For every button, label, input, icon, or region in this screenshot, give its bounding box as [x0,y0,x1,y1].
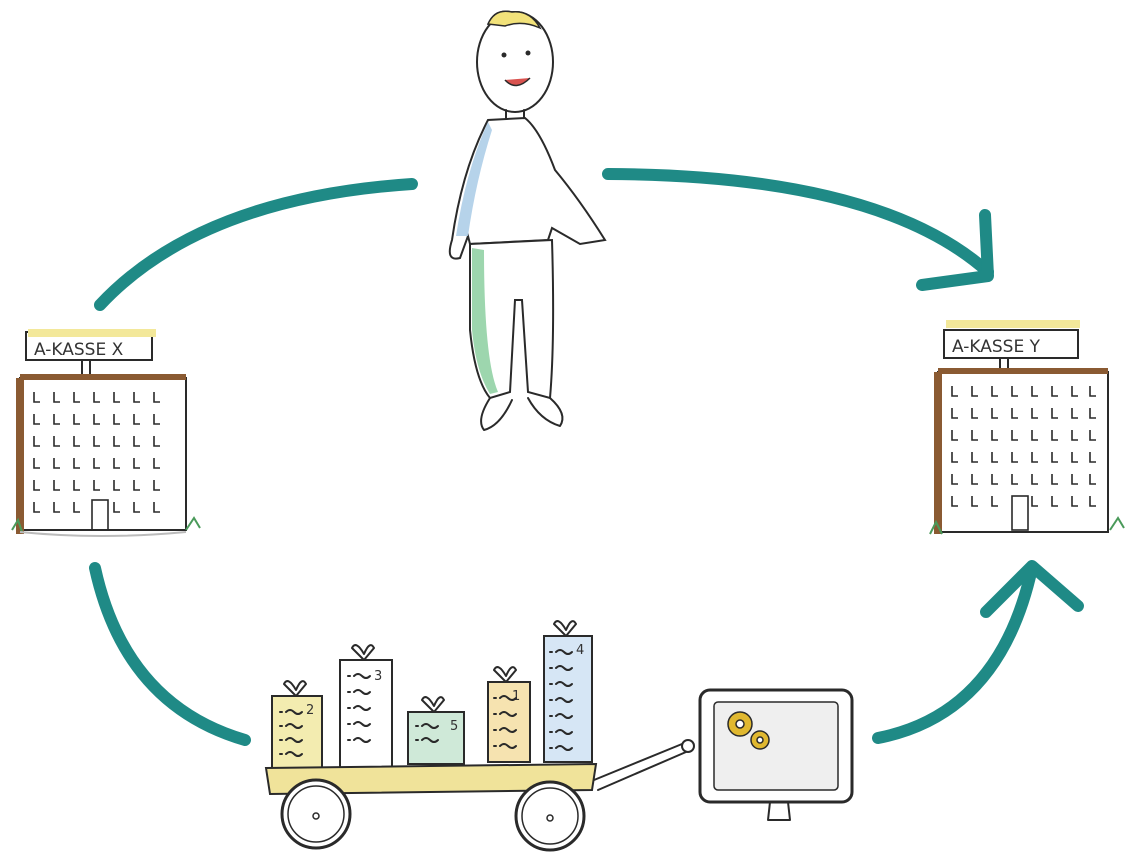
document-4: 4 [543,620,593,763]
arrow-right-top-head [916,209,994,291]
building-left-windows [33,392,160,531]
building-right-sign: A-KASSE Y [952,337,1041,357]
building-left-sign: A-KASSE X [34,340,124,360]
cart-handle [593,743,687,791]
document-number: 2 [306,703,314,718]
arrow-right-bottom [872,562,1038,744]
person-pants [469,238,555,400]
cart-bed [264,762,598,796]
person-figure [448,10,607,431]
document-1: 1 [487,666,531,763]
cart-wheel-right [514,780,586,852]
document-number: 4 [576,643,584,658]
arrow-right-top [602,168,994,278]
building-right: A-KASSE Y [929,320,1125,535]
cart-wheel-left [280,778,352,850]
arrow-right-bottom-head [980,560,1084,618]
document-number: 5 [450,719,458,734]
gear-icon [727,711,770,750]
document-5: 5 [407,696,465,765]
arrow-left-bottom [89,562,251,746]
cart-wagon: 2 3 5 1 [264,620,695,852]
building-right-windows [951,386,1096,531]
arrow-left-top [94,178,418,311]
person-head [476,11,554,113]
computer-monitor-gear-icon [698,688,854,821]
arrows-group [89,168,1084,746]
document-stack: 2 3 5 1 [271,620,593,769]
document-number: 3 [374,669,382,684]
document-2: 2 [271,680,323,769]
building-left: A-KASSE X [11,329,201,537]
document-3: 3 [339,644,393,769]
document-number: 1 [512,689,520,704]
